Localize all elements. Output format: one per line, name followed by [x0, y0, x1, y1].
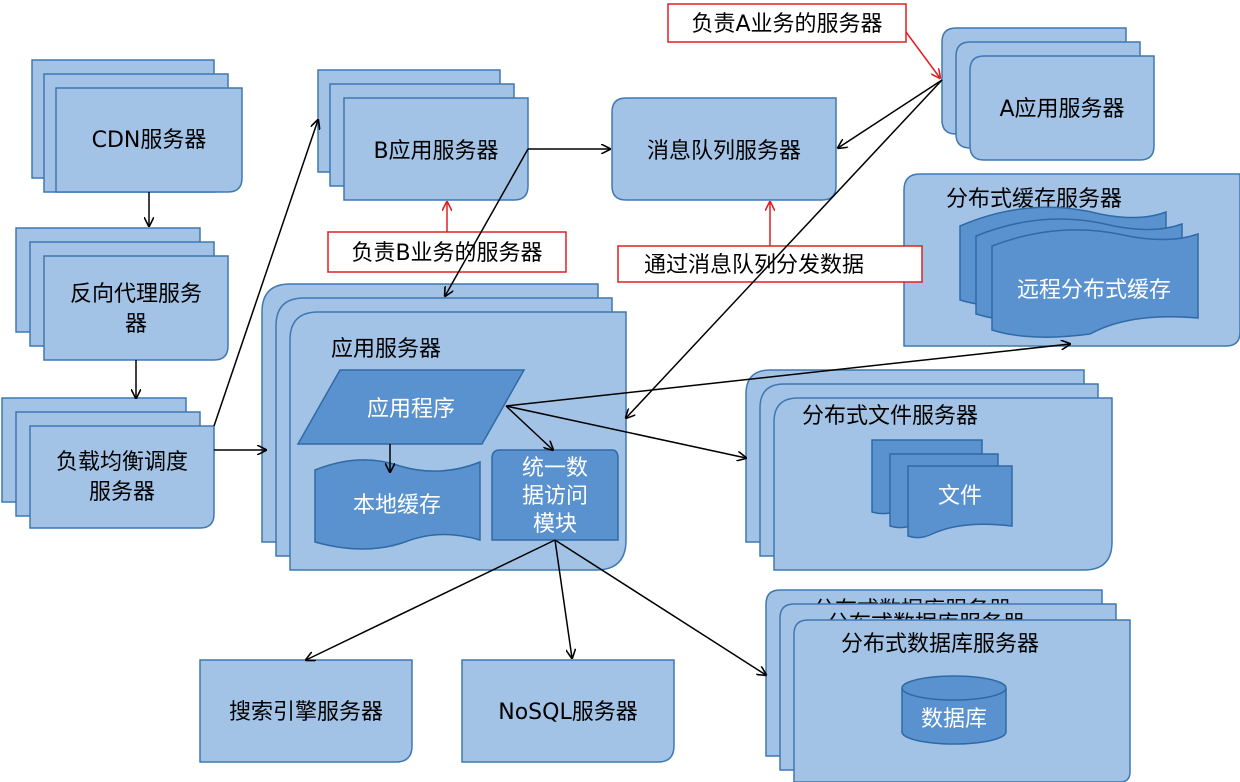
- cdn-server-label: CDN服务器: [92, 128, 207, 153]
- local-cache-shape: [314, 459, 481, 550]
- arrow-data-access-to-db-server: [554, 539, 766, 675]
- message-queue-label: 消息队列服务器: [647, 139, 801, 164]
- reverse-proxy-label-line-2: 器: [125, 312, 147, 337]
- local-cache-label: 本地缓存: [353, 493, 441, 518]
- load-balancer-label-line-2: 服务器: [89, 480, 155, 505]
- file-label: 文件: [938, 484, 982, 509]
- arrow-data-access-to-search-engine: [306, 539, 556, 660]
- note-b-business: 负责B业务的服务器: [327, 231, 567, 273]
- distributed-cache-server: 分布式缓存服务器 远程分布式缓存: [903, 173, 1240, 347]
- load-balancer-server: 负载均衡调度 服务器: [1, 397, 215, 529]
- a-app-server-label: A应用服务器: [999, 97, 1124, 122]
- remote-cache-label: 远程分布式缓存: [1017, 278, 1171, 303]
- note-a-business-border: [667, 3, 907, 43]
- database-cylinder-top: [901, 675, 1007, 701]
- app-program-label: 应用程序: [367, 397, 455, 422]
- load-balancer-layer-1: [29, 425, 215, 529]
- file-doc-layer-1: [907, 465, 1013, 539]
- arrow-load-balancer-to-b-app: [213, 120, 318, 427]
- remote-cache-layer-1: [991, 229, 1199, 338]
- arrow-a-app-to-mq: [838, 79, 943, 148]
- note-arrows: [447, 31, 940, 246]
- app-server-title: 应用服务器: [331, 337, 441, 362]
- file-server-title: 分布式文件服务器: [802, 404, 978, 429]
- load-balancer-label-line-1: 负载均衡调度: [56, 450, 188, 475]
- a-app-server-layer-1: [969, 55, 1155, 161]
- arrow-note-a-to-a-app: [905, 31, 940, 78]
- app-server: 应用服务器 应用程序 本地缓存 统一数 据访问 模块: [261, 283, 627, 571]
- distributed-file-server: 分布式文件服务器 文件: [745, 369, 1113, 571]
- search-engine-box: [199, 659, 413, 763]
- b-app-server-label: B应用服务器: [373, 139, 498, 164]
- a-app-server: A应用服务器: [941, 27, 1155, 161]
- nosql-server: NoSQL服务器: [461, 659, 675, 763]
- app-program-shape: [296, 369, 526, 445]
- b-app-server: B应用服务器: [317, 69, 529, 201]
- data-access-label-line-1: 统一数: [522, 456, 588, 481]
- cdn-server-layer-1: [55, 87, 243, 193]
- note-a-business-text: 负责A业务的服务器: [691, 12, 882, 37]
- nosql-box: [461, 659, 675, 763]
- data-access-module-shape: [491, 449, 619, 541]
- arrow-app-program-to-data-access: [505, 405, 553, 450]
- cdn-server: CDN服务器: [31, 59, 243, 193]
- reverse-proxy-label-line-1: 反向代理服务: [70, 282, 202, 307]
- note-b-business-text: 负责B业务的服务器: [351, 241, 542, 266]
- arrow-app-program-to-file-server: [505, 405, 746, 458]
- reverse-proxy-layer-1: [43, 255, 229, 361]
- note-a-business: 负责A业务的服务器: [667, 3, 907, 43]
- distributed-db-server: 分布式数据库服务器 分布式数据库服务器 分布式数据库服务器 数据库: [765, 589, 1131, 782]
- note-mq-dispatch: 通过消息队列分发数据: [617, 245, 923, 283]
- db-server-title: 分布式数据库服务器: [841, 632, 1039, 657]
- flow-arrows: [136, 79, 1070, 675]
- arrow-a-app-to-app-server: [626, 79, 943, 418]
- database-label: 数据库: [921, 707, 987, 732]
- b-app-server-layer-1: [343, 97, 529, 201]
- note-b-business-border: [327, 231, 567, 273]
- reverse-proxy-server: 反向代理服务 器: [15, 227, 229, 361]
- search-engine-label: 搜索引擎服务器: [229, 700, 383, 725]
- arrow-app-program-to-remote-cache: [505, 344, 1070, 407]
- data-access-label-line-3: 模块: [533, 512, 577, 537]
- arrow-b-app-to-app-server: [445, 148, 529, 296]
- search-engine-server: 搜索引擎服务器: [199, 659, 413, 763]
- nosql-label: NoSQL服务器: [498, 700, 637, 725]
- arrow-data-access-to-nosql: [554, 539, 572, 658]
- database-cylinder: [901, 688, 1007, 745]
- data-access-label-line-2: 据访问: [522, 484, 588, 509]
- message-queue-server: 消息队列服务器: [611, 97, 837, 201]
- message-queue-box: [611, 97, 837, 201]
- note-mq-dispatch-text: 通过消息队列分发数据: [644, 253, 864, 278]
